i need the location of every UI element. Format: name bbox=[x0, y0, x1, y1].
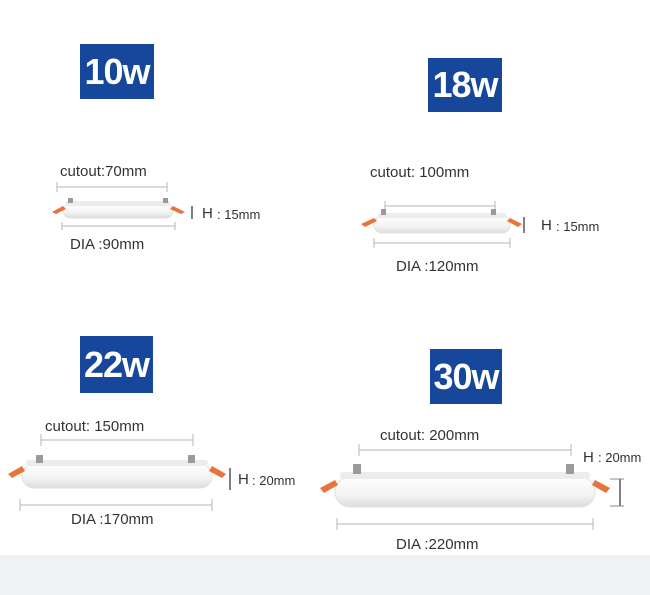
power-badge-22w: 22w bbox=[80, 336, 153, 393]
height-label-30w: H bbox=[583, 449, 594, 466]
spring-clip-right bbox=[209, 466, 226, 478]
cutout-label-30w: cutout: 200mm bbox=[380, 427, 480, 444]
height-value-18w: : 15mm bbox=[556, 219, 600, 234]
lamp-body bbox=[62, 203, 174, 219]
height-label-22w: H bbox=[238, 471, 249, 488]
height-value-30w: : 20mm bbox=[598, 450, 642, 465]
dia-label-30w: DIA :220mm bbox=[396, 536, 479, 553]
lamp-18w bbox=[361, 201, 525, 248]
lamp-30w bbox=[320, 444, 624, 530]
height-value-10w: : 15mm bbox=[217, 207, 261, 222]
height-label-18w: H bbox=[541, 217, 552, 234]
spring-clip-right bbox=[592, 480, 610, 493]
height-value-22w: : 20mm bbox=[252, 473, 296, 488]
spring-clip-left bbox=[320, 480, 338, 493]
height-label-10w: H bbox=[202, 205, 213, 222]
cutout-label-10w: cutout:70mm bbox=[60, 163, 147, 180]
spring-clip-left bbox=[8, 466, 25, 478]
cutout-label-18w: cutout: 100mm bbox=[370, 164, 470, 181]
dia-label-22w: DIA :170mm bbox=[71, 511, 154, 528]
spring-clip-right bbox=[507, 218, 522, 227]
power-badge-10w: 10w bbox=[80, 44, 154, 99]
dia-label-18w: DIA :120mm bbox=[396, 258, 479, 275]
lamp-body bbox=[373, 215, 511, 234]
lamp-10w bbox=[52, 182, 193, 230]
spring-clip-left bbox=[52, 206, 66, 214]
lamp-22w bbox=[8, 434, 231, 511]
spring-clip-right bbox=[170, 206, 185, 214]
spring-clip-left bbox=[361, 218, 377, 227]
lamp-body bbox=[21, 463, 213, 489]
cutout-label-22w: cutout: 150mm bbox=[45, 418, 145, 435]
power-badge-18w: 18w bbox=[428, 58, 502, 112]
lamp-body bbox=[334, 476, 596, 508]
power-badge-30w: 30w bbox=[430, 349, 502, 404]
dia-label-10w: DIA :90mm bbox=[70, 236, 145, 253]
footer-band bbox=[0, 555, 650, 595]
